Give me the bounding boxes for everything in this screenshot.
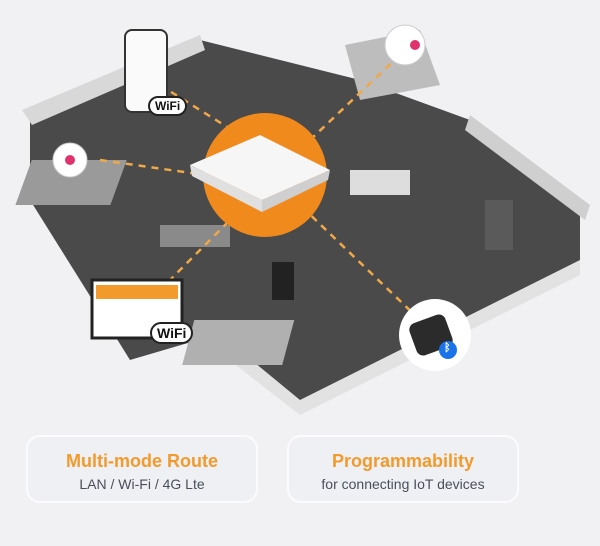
bluetooth-icon — [439, 341, 457, 359]
dining-table — [350, 170, 410, 195]
router-side — [190, 165, 262, 212]
router-side-right — [262, 170, 330, 212]
zigbee-sensor-icon — [384, 24, 426, 66]
wifi-badge-laptop: WiFi — [150, 322, 194, 344]
bed-front — [182, 320, 295, 365]
router-device — [190, 135, 330, 200]
wifi-badge-phone: WiFi — [148, 96, 188, 116]
tv — [272, 262, 294, 300]
bookshelf — [485, 200, 513, 250]
feature-card-multimode-route: Multi-mode Route LAN / Wi-Fi / 4G Lte — [26, 435, 258, 503]
sensor-dot — [410, 40, 420, 50]
feature-subtitle: LAN / Wi-Fi / 4G Lte — [79, 476, 205, 492]
sofa — [160, 225, 230, 247]
smart-home-illustration — [15, 24, 590, 415]
laptop-screen-banner — [96, 285, 178, 299]
smartphone-icon — [124, 29, 168, 113]
feature-title: Multi-mode Route — [66, 451, 218, 471]
house-wall-right — [465, 115, 590, 220]
sensor-dot — [65, 155, 75, 165]
feature-subtitle: for connecting IoT devices — [321, 476, 485, 492]
feature-card-programmability: Programmability for connecting IoT devic… — [287, 435, 519, 503]
bed — [15, 160, 127, 205]
bluetooth-symbol: ᛒ — [444, 342, 451, 354]
feature-title: Programmability — [331, 451, 475, 471]
